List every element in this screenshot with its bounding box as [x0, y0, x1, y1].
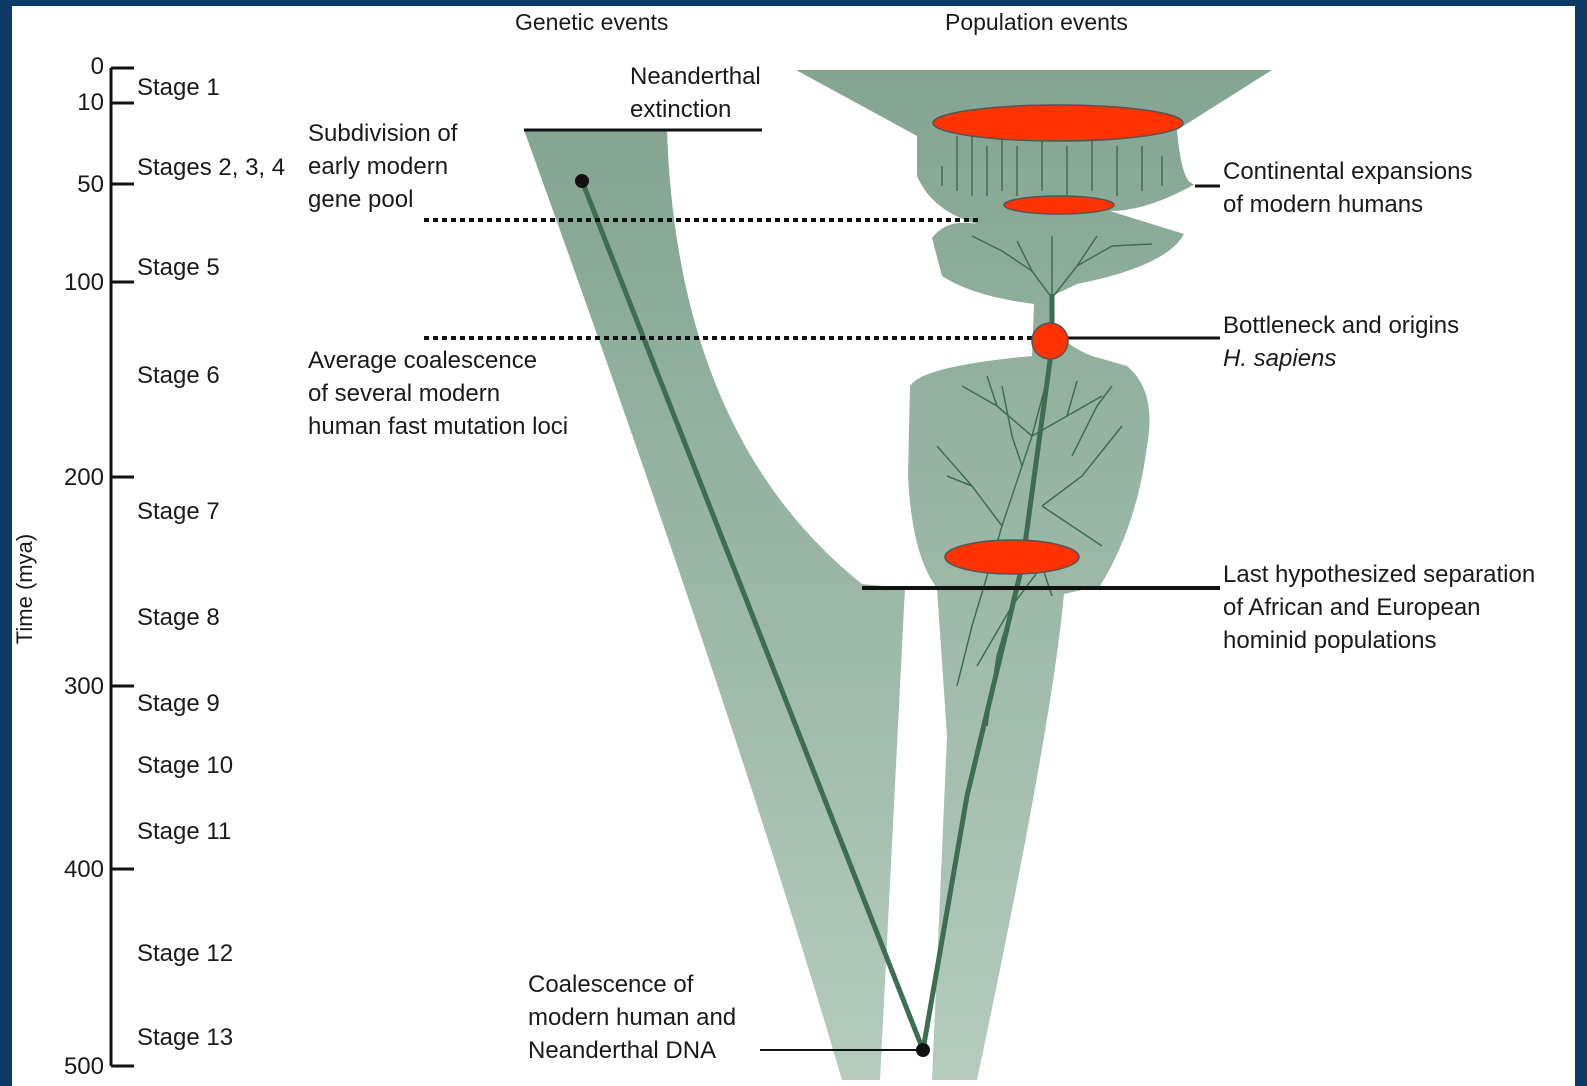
- genetic-events-header: Genetic events: [515, 8, 668, 36]
- tick-label: 50: [24, 172, 104, 198]
- tick-label: 300: [24, 674, 104, 700]
- stage-label: Stage 9: [137, 690, 220, 718]
- time-axis: [111, 68, 134, 1066]
- subdivision-label: Subdivision of early modern gene pool: [308, 117, 457, 216]
- genetic-tree-shape: [524, 130, 905, 1080]
- tick-label: 400: [24, 857, 104, 883]
- subdivision-point: [575, 174, 589, 188]
- stage-label: Stage 6: [137, 362, 220, 390]
- stage-label: Stage 12: [137, 940, 233, 968]
- bottleneck-label: Bottleneck and origins H. sapiens: [1223, 309, 1459, 375]
- highlight-top-ellipse: [933, 105, 1183, 141]
- time-axis-title: Time (mya): [12, 524, 38, 654]
- continental-expansions-label: Continental expansions of modern humans: [1223, 155, 1473, 221]
- tick-label: 10: [24, 90, 104, 116]
- average-coalescence-label: Average coalescence of several modern hu…: [308, 344, 568, 443]
- coalescence-dna-label: Coalescence of modern human and Neandert…: [528, 968, 736, 1067]
- tick-label: 500: [24, 1054, 104, 1080]
- separation-label: Last hypothesized separation of African …: [1223, 558, 1535, 657]
- highlight-small-ellipse: [1004, 196, 1114, 214]
- tick-label: 200: [24, 465, 104, 491]
- stage-label: Stage 5: [137, 254, 220, 282]
- diagram-frame: Genetic events Population events Time (m…: [12, 6, 1575, 1086]
- highlight-lower-ellipse: [945, 540, 1079, 574]
- population-events-header: Population events: [945, 8, 1128, 36]
- bottleneck-circle: [1032, 323, 1068, 359]
- stage-label: Stage 10: [137, 752, 233, 780]
- stage-label: Stage 13: [137, 1024, 233, 1052]
- stage-label: Stage 1: [137, 74, 220, 102]
- tick-label: 100: [24, 270, 104, 296]
- coalescence-point: [916, 1043, 930, 1057]
- stage-label: Stage 7: [137, 498, 220, 526]
- stage-label: Stages 2, 3, 4: [137, 154, 285, 182]
- extinction-label: Neanderthal extinction: [630, 60, 761, 126]
- stage-label: Stage 11: [137, 818, 231, 846]
- tick-label: 0: [24, 54, 104, 80]
- stage-label: Stage 8: [137, 604, 220, 632]
